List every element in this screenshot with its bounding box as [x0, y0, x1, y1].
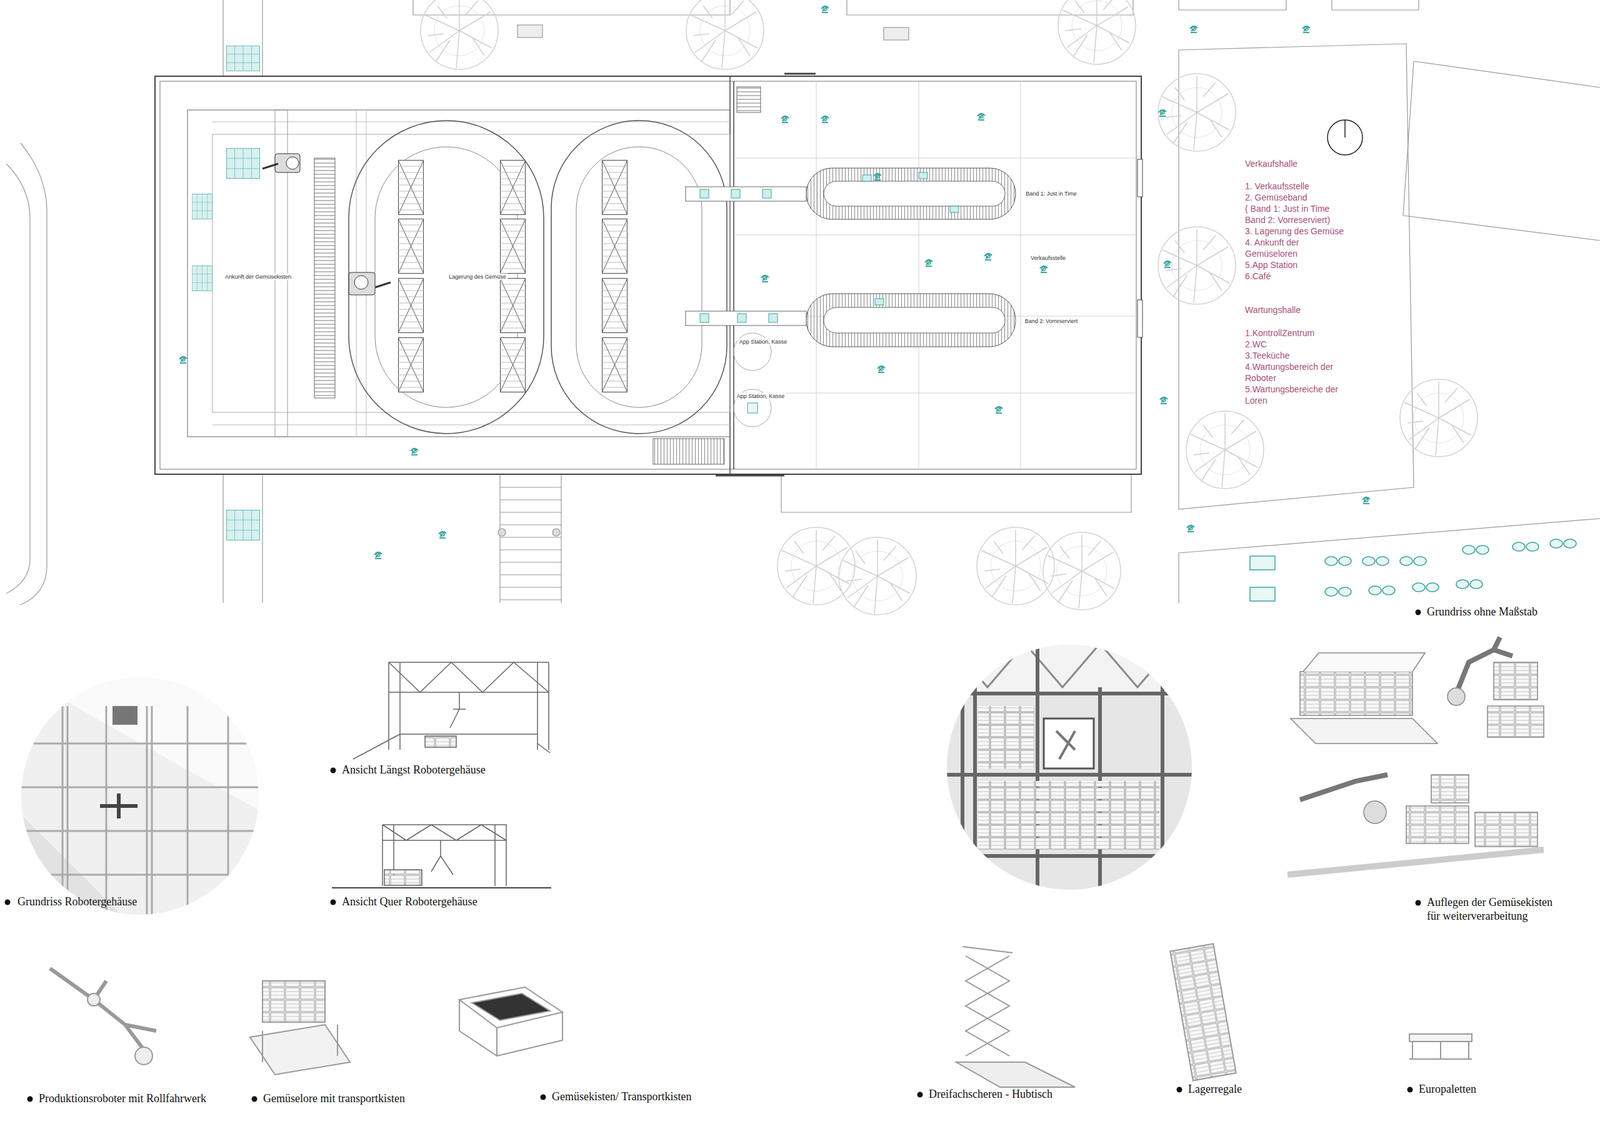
caption-bullets: [5, 610, 1422, 1103]
caption-text: Ansicht Längst Robotergehäuse: [341, 763, 486, 777]
caption-text: Dreifachscheren - Hubtisch: [928, 1087, 1053, 1102]
caption-text: Produktionsroboter mit Rollfahrwerk: [38, 1091, 207, 1106]
legend-text: ( Band 1: Just in Time Band 2: Vorreserv…: [1245, 203, 1349, 226]
legend-text: 5.Wartungsbereiche der Loren: [1245, 383, 1349, 407]
caption-text: Gemüselore mit transportkisten: [263, 1091, 405, 1106]
legend-text: 4.Wartungsbereich der Roboter: [1245, 361, 1349, 384]
building-plan: [155, 45, 1143, 541]
legend-text: 1.KontrollZentrum: [1245, 327, 1349, 339]
picnic-tables: [1250, 539, 1577, 602]
room-label: App Station, Kasse: [738, 338, 789, 346]
caption-text: Ansicht Quer Robotergehäuse: [341, 895, 478, 909]
site-plan: [6, 0, 1600, 605]
legend-text: 1. Verkaufsstelle: [1245, 180, 1349, 192]
room-label: Band 1: Just in Time: [1024, 190, 1079, 198]
room-label: Ankunft der Gemüsekisten: [223, 273, 293, 281]
legend-text: 5.App Station: [1245, 259, 1349, 271]
caption-text: Lagerregale: [1188, 1082, 1242, 1097]
caption-text: Grundriss Robotergehäuse: [17, 895, 137, 909]
legend-text: 3.Teeküche: [1245, 350, 1349, 362]
legend-text: 4. Ankunft der Gemüseloren: [1245, 236, 1349, 260]
room-label: App Station, Kasse: [735, 393, 787, 400]
legend-text: 2.WC: [1245, 338, 1349, 350]
room-label: Band 2: Vorreserviert: [1023, 318, 1080, 325]
storage-render: [943, 643, 1200, 894]
caption-text: Grundriss ohne Maßstab: [1426, 605, 1538, 619]
component-renders: [50, 944, 1472, 1088]
robot-housing-elevations: [331, 662, 552, 889]
legend-text: 3. Lagerung des Gemüse: [1245, 225, 1349, 237]
robot-housing-plan-render: [18, 675, 263, 919]
caption-text: Auflegen der Gemüsekisten für weitervera…: [1426, 895, 1560, 924]
people: [179, 6, 1370, 559]
caption-text: Gemüsekisten/ Transportkisten: [551, 1090, 692, 1104]
legend-text: 6.Café: [1245, 270, 1349, 282]
legend-text: Verkaufshalle: [1245, 158, 1349, 170]
legend-text: 2. Gemüseband: [1245, 191, 1349, 204]
room-label: Lagerung des Gemüse: [447, 273, 508, 281]
caption-text: Europaletten: [1418, 1082, 1477, 1097]
room-label: Verkaufsstelle: [1029, 255, 1067, 262]
robot-crate-renders: [1287, 637, 1544, 875]
compass: [1327, 120, 1363, 155]
legend-text: Wartungshalle: [1245, 304, 1349, 316]
